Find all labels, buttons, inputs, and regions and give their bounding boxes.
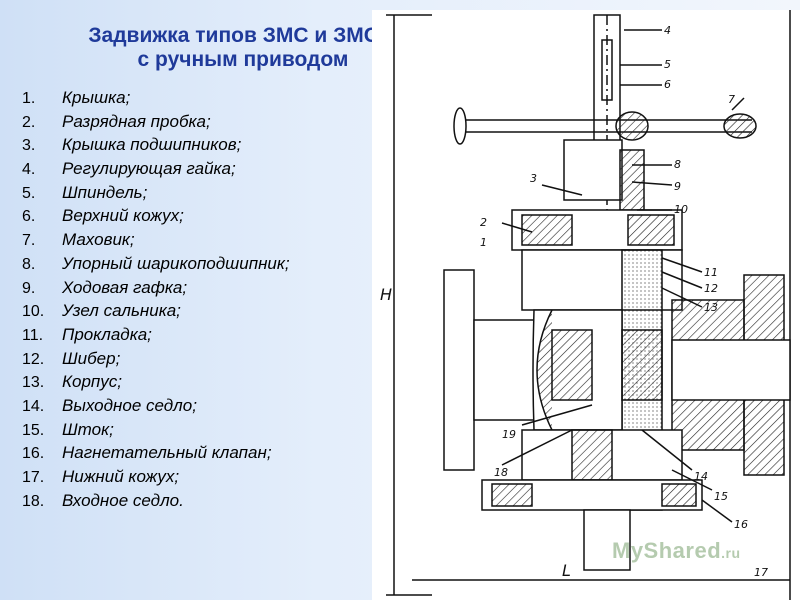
list-item: 16. Нагнетательный клапан;: [22, 443, 382, 467]
list-item: 8. Упорный шарикоподшипник;: [22, 254, 382, 278]
item-number: 5.: [22, 184, 36, 202]
item-number: 6.: [22, 208, 36, 226]
callout-13: 13: [704, 301, 718, 314]
callout-1: 1: [480, 236, 487, 249]
callout-8: 8: [674, 158, 681, 171]
item-number: 10.: [22, 303, 45, 321]
callout-11: 11: [704, 266, 718, 279]
item-number: 4.: [22, 161, 36, 179]
callout-17: 17: [754, 566, 768, 579]
list-item: 17. Нижний кожух;: [22, 467, 382, 491]
list-item: 10. Узел сальника;: [22, 301, 382, 325]
callout-10: 10: [674, 203, 688, 216]
list-item: 6. Верхний кожух;: [22, 206, 382, 230]
list-item: 18. Входное седло.: [22, 491, 382, 515]
list-item: 9. Ходовая гафка;: [22, 278, 382, 302]
list-item: 15. Шток;: [22, 420, 382, 444]
watermark-logo: MyShared.ru: [612, 538, 741, 564]
item-label: Упорный шарикоподшипник;: [62, 253, 290, 273]
item-number: 9.: [22, 279, 36, 297]
item-label: Регулирующая гайка;: [62, 159, 236, 179]
item-number: 11.: [22, 326, 44, 344]
list-item: 14. Выходное седло;: [22, 396, 382, 420]
valve-cross-section: 4 5 6 7 3 8 9 10 2 1 11 12 13 19 18 14 1…: [380, 10, 791, 600]
item-label: Узел сальника;: [62, 301, 181, 321]
item-number: 7.: [22, 232, 36, 250]
watermark-text: MyShared: [612, 538, 722, 563]
item-number: 3.: [22, 137, 36, 155]
list-item: 13. Корпус;: [22, 372, 382, 396]
item-number: 8.: [22, 255, 36, 273]
item-label: Крышка подшипников;: [62, 135, 242, 155]
list-item: 12. Шибер;: [22, 349, 382, 373]
parts-list: 1. Крышка; 2. Разрядная пробка; 3. Крышка п…: [22, 88, 382, 514]
callout-6: 6: [664, 78, 671, 91]
item-number: 1.: [22, 90, 36, 107]
dimension-h: H: [380, 285, 392, 304]
item-label: Ходовая гафка;: [62, 277, 188, 297]
title-line-2: с ручным приводом: [137, 48, 349, 71]
callout-15: 15: [714, 490, 728, 503]
callout-19: 19: [502, 428, 516, 441]
list-item: 1. Крышка;: [22, 88, 382, 112]
item-label: Шпиндель;: [62, 182, 148, 202]
item-number: 16.: [22, 445, 45, 463]
callout-9: 9: [674, 180, 681, 193]
item-label: Нагнетательный клапан;: [62, 443, 272, 463]
list-item: 4. Регулирующая гайка;: [22, 159, 382, 183]
dimension-l: L: [562, 561, 571, 580]
title-line-1: Задвижка типов ЗМС и ЗМС-1: [88, 24, 398, 47]
item-number: 18.: [22, 492, 45, 510]
item-number: 2.: [22, 113, 36, 131]
item-label: Нижний кожух;: [62, 467, 180, 486]
valve-drawing: 4 5 6 7 3 8 9 10 2 1 11 12 13 19 18 14 1…: [372, 10, 800, 600]
item-number: 14.: [22, 397, 45, 415]
callout-14: 14: [694, 470, 708, 483]
list-item: 2. Разрядная пробка;: [22, 112, 382, 136]
callout-3: 3: [530, 172, 537, 185]
callout-12: 12: [704, 282, 718, 295]
callout-7: 7: [728, 93, 735, 106]
item-label: Корпус;: [62, 372, 123, 392]
item-label: Крышка;: [62, 88, 131, 107]
list-item: 3. Крышка подшипников;: [22, 135, 382, 159]
item-number: 15.: [22, 421, 45, 439]
item-label: Прокладка;: [62, 324, 152, 344]
list-item: 7. Маховик;: [22, 230, 382, 254]
watermark-domain: .ru: [721, 545, 741, 561]
slide-title: Задвижка типов ЗМС и ЗМС-1 с ручным прив…: [28, 24, 458, 72]
list-item: 11. Прокладка;: [22, 325, 382, 349]
item-label: Разрядная пробка;: [62, 111, 211, 131]
item-label: Шибер;: [62, 348, 121, 368]
callout-18: 18: [494, 466, 508, 479]
item-label: Выходное седло;: [62, 395, 197, 415]
item-label: Маховик;: [62, 230, 135, 250]
item-number: 13.: [22, 374, 45, 392]
item-label: Входное седло.: [62, 490, 184, 510]
item-number: 12.: [22, 350, 45, 368]
item-number: 17.: [22, 469, 45, 486]
item-label: Шток;: [62, 419, 114, 439]
list-item: 5. Шпиндель;: [22, 183, 382, 207]
callout-5: 5: [664, 58, 671, 71]
item-label: Верхний кожух;: [62, 206, 184, 226]
callout-2: 2: [480, 216, 487, 229]
callout-16: 16: [734, 518, 748, 531]
callout-4: 4: [664, 24, 671, 37]
